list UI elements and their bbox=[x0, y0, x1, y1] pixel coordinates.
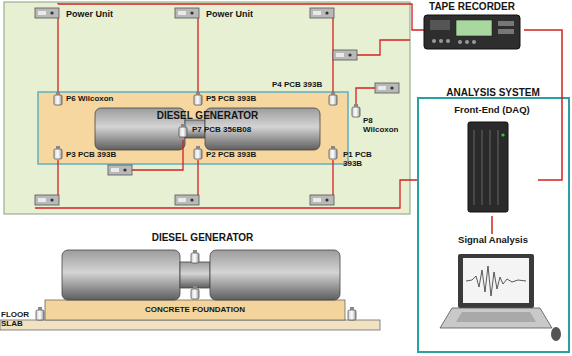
sensor-label: P2 PCB 393B bbox=[206, 150, 256, 159]
node-text: TAPE RECORDER bbox=[429, 1, 515, 13]
daq-front-end: Front-End (DAQ) bbox=[446, 104, 538, 216]
tape-recorder: TAPE RECORDER bbox=[420, 0, 524, 52]
signal-cable bbox=[492, 216, 493, 234]
generator-side-view: DIESEL GENERATOR bbox=[55, 231, 350, 301]
power-unit-label: Power Unit bbox=[66, 9, 113, 19]
sensor-label: P1 PCB 393B bbox=[343, 150, 385, 168]
node-text: Signal Analysis bbox=[458, 235, 528, 246]
analysis-system: ANALYSIS SYSTEM Front-End (DAQ) Signal Ana… bbox=[416, 86, 570, 352]
sensor-label: P3 PCB 393B bbox=[66, 150, 116, 159]
node-text: DIESEL GENERATOR bbox=[152, 232, 254, 244]
laptop-analysis: Signal Analysis bbox=[426, 234, 560, 344]
node-text: DIESEL GENERATOR bbox=[157, 110, 259, 122]
sensor-label: P7 PCB 356B08 bbox=[192, 125, 251, 134]
floor-label: FLOOR SLAB bbox=[1, 310, 31, 328]
concrete-foundation: CONCRETE FOUNDATION bbox=[45, 300, 345, 320]
node-text: CONCRETE FOUNDATION bbox=[145, 305, 245, 314]
node-text: Front-End (DAQ) bbox=[454, 105, 529, 116]
node-text: ANALYSIS SYSTEM bbox=[446, 87, 540, 99]
sensor-label: P8 Wilcoxon bbox=[363, 116, 403, 134]
sensor-label: P4 PCB 393B bbox=[272, 80, 322, 89]
power-unit-label: Power Unit bbox=[206, 9, 253, 19]
sensor-label: P5 PCB 393B bbox=[206, 94, 256, 103]
sensor-label: P6 Wilcoxon bbox=[66, 94, 114, 103]
